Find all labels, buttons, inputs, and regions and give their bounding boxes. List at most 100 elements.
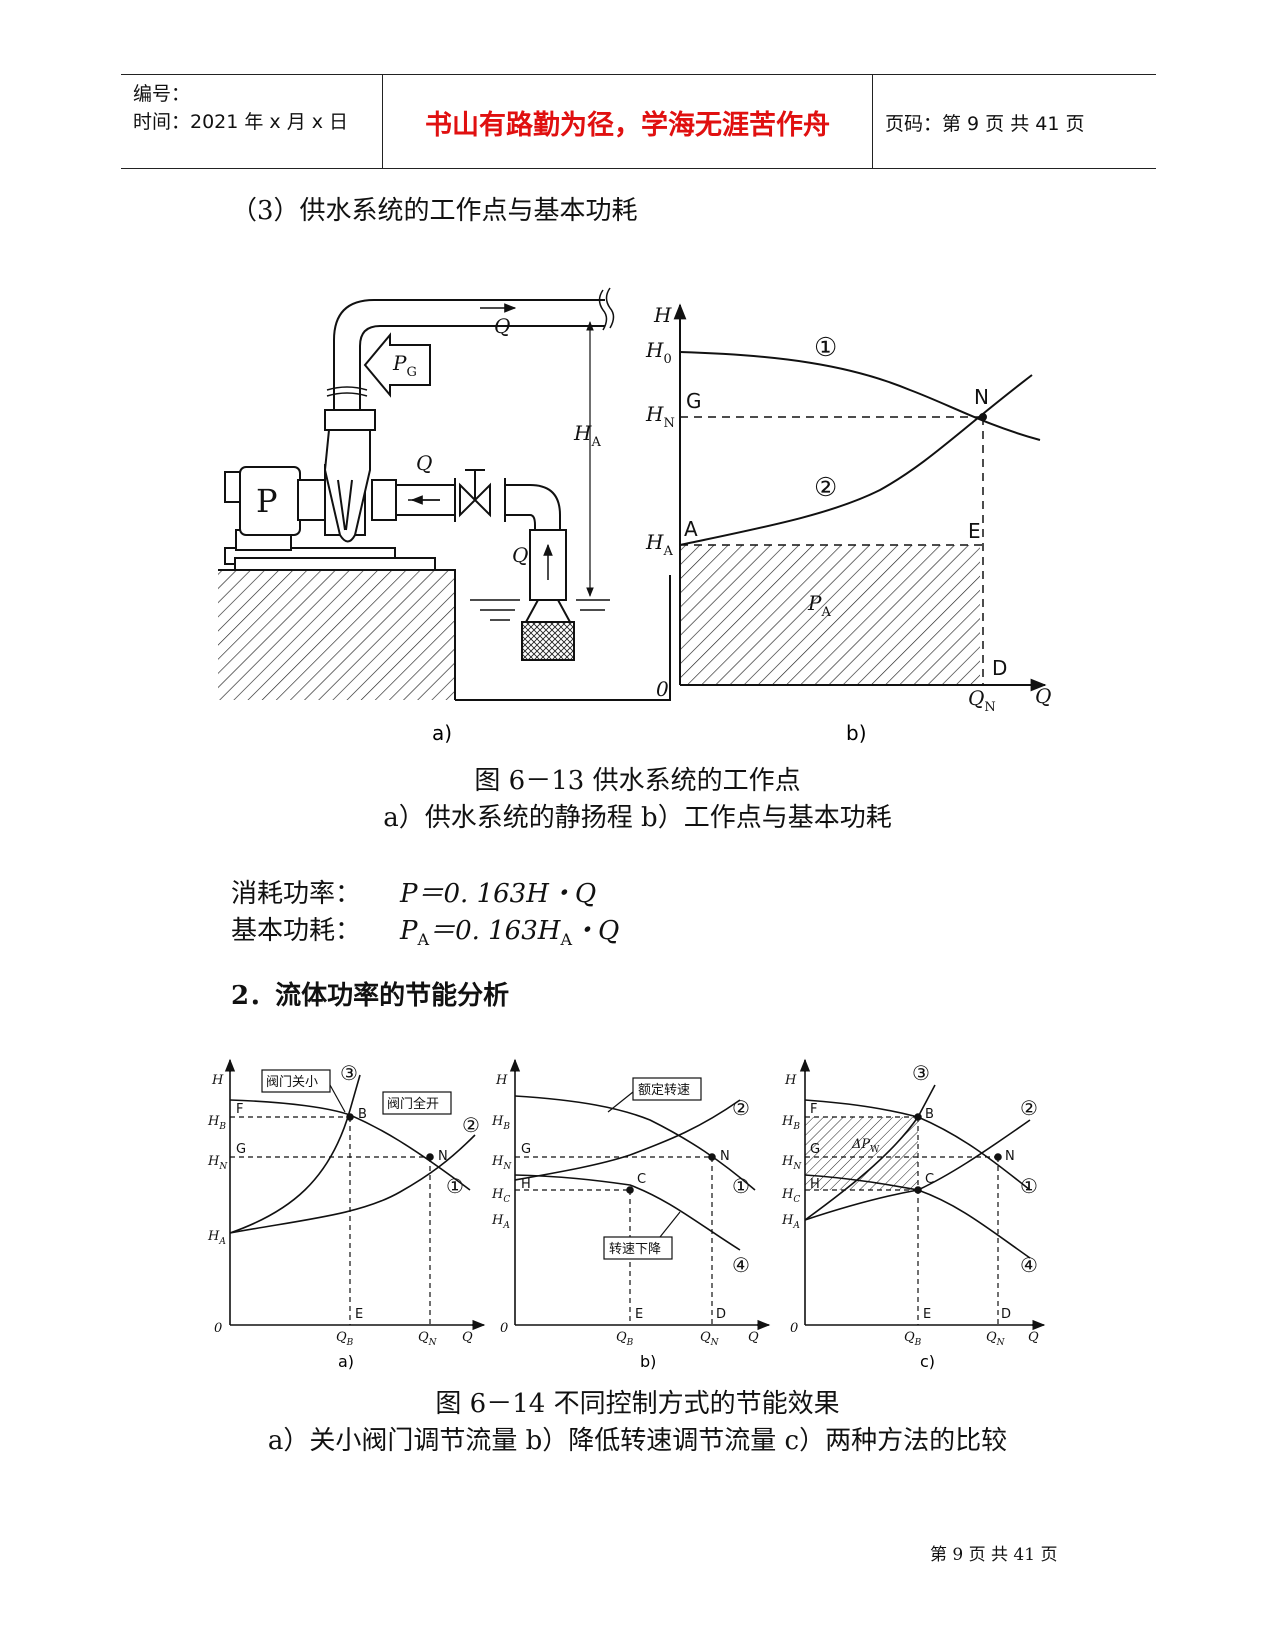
- figure-6-13-subcaption: a）供水系统的静扬程 b）工作点与基本功耗: [383, 803, 892, 833]
- figure-tag-b: b): [846, 721, 867, 745]
- svg-text:Q: Q: [748, 1330, 759, 1345]
- svg-text:①: ①: [446, 1174, 464, 1198]
- label-pa: P: [807, 591, 822, 615]
- svg-text:HC: HC: [491, 1187, 510, 1205]
- svg-text:①: ①: [732, 1174, 750, 1198]
- point-g: G: [686, 389, 702, 413]
- svg-text:QN: QN: [968, 686, 996, 715]
- tick-hn: H: [645, 402, 664, 426]
- point-e: E: [968, 519, 981, 543]
- svg-text:HN: HN: [491, 1154, 512, 1172]
- pump-system-diagram: [218, 287, 671, 701]
- svg-text:HN: HN: [781, 1154, 802, 1172]
- svg-text:HB: HB: [207, 1114, 226, 1132]
- figure-6-14-subcaption: a）关小阀门调节流量 b）降低转速调节流量 c）两种方法的比较: [267, 1426, 1008, 1456]
- svg-text:①: ①: [1020, 1174, 1038, 1198]
- header-motto: 书山有路勤为径，学海无涯苦作舟: [425, 110, 830, 141]
- svg-text:③: ③: [340, 1061, 358, 1085]
- figure-tag-a: a): [432, 721, 452, 745]
- svg-text:②: ②: [732, 1096, 750, 1120]
- header-divider: [872, 75, 873, 168]
- svg-text:0: 0: [790, 1321, 798, 1336]
- label-pump: P: [256, 482, 278, 520]
- figure-tag-14b: b): [640, 1352, 656, 1371]
- svg-text:N: N: [720, 1149, 730, 1164]
- svg-text:B: B: [358, 1107, 367, 1122]
- label-ha: H: [573, 421, 592, 445]
- svg-text:HB: HB: [781, 1114, 800, 1132]
- header-meta: 编号： 时间：2021 年 x 月 x 日: [121, 75, 381, 168]
- callout-valve-closed: 阀门关小: [266, 1075, 318, 1090]
- header-page-info: 页码：第 9 页 共 41 页: [885, 113, 1085, 135]
- tick-qn: Q: [968, 686, 984, 710]
- label-q-low: Q: [512, 543, 528, 567]
- page-header: 编号： 时间：2021 年 x 月 x 日 书山有路勤为径，学海无涯苦作舟 页码…: [121, 74, 1156, 169]
- svg-text:QB: QB: [904, 1330, 922, 1348]
- document-number-label: 编号：: [133, 83, 191, 105]
- svg-text:HC: HC: [781, 1187, 800, 1205]
- svg-text:HA: HA: [491, 1213, 510, 1231]
- svg-text:PA: PA: [807, 591, 831, 620]
- curve-2-label: ②: [814, 473, 837, 503]
- svg-text:③: ③: [912, 1061, 930, 1085]
- origin-label: 0: [656, 677, 669, 701]
- svg-text:②: ②: [462, 1113, 480, 1137]
- formula-power-label: 消耗功率：: [231, 879, 362, 909]
- chart-panel-a-labels: 阀门关小 阀门全开 H HB HN HA F G B N E QB QN Q 0…: [207, 1061, 480, 1348]
- svg-text:G: G: [521, 1142, 531, 1157]
- svg-text:HN: HN: [207, 1154, 228, 1172]
- tick-ha: H: [645, 530, 664, 554]
- page-footer: 第 9 页 共 41 页: [930, 1545, 1058, 1565]
- svg-text:E: E: [355, 1307, 363, 1322]
- formula-base-expr: PA＝0. 163HA・Q: [400, 916, 620, 950]
- chart-panel-c: [799, 1058, 1046, 1331]
- chart-panel-b-labels: 额定转速 转速下降 H HB HN HC HA G H C N E D QB Q…: [491, 1073, 759, 1348]
- svg-text:H0: H0: [645, 338, 672, 367]
- svg-text:N: N: [438, 1149, 448, 1164]
- section-heading: （3）供水系统的工作点与基本功耗: [231, 196, 638, 226]
- svg-text:H: H: [810, 1177, 820, 1192]
- svg-text:C: C: [925, 1172, 934, 1187]
- svg-text:QB: QB: [616, 1330, 634, 1348]
- axis-label-h: H: [653, 303, 672, 327]
- formula-base-label: 基本功耗：: [231, 916, 362, 946]
- svg-text:HA: HA: [207, 1229, 226, 1247]
- svg-text:E: E: [923, 1307, 931, 1322]
- pump-diagram-labels: Q PG P Q Q HA: [256, 314, 601, 567]
- header-divider: [382, 75, 383, 168]
- point-a: A: [684, 517, 698, 541]
- svg-text:G: G: [810, 1142, 820, 1157]
- curve-1-label: ①: [814, 333, 837, 363]
- svg-text:D: D: [1001, 1307, 1011, 1322]
- label-q-mid: Q: [416, 451, 432, 475]
- label-pg: PG: [392, 351, 417, 380]
- hq-chart: [673, 303, 1047, 692]
- svg-text:0: 0: [500, 1321, 508, 1336]
- svg-text:Q: Q: [462, 1330, 473, 1345]
- point-n: N: [974, 385, 989, 409]
- figure-6-14-caption: 图 6－14 不同控制方式的节能效果: [435, 1389, 840, 1419]
- document-time-label: 时间：2021 年 x 月 x 日: [133, 111, 349, 133]
- svg-text:H: H: [521, 1177, 531, 1192]
- svg-text:H: H: [495, 1073, 508, 1088]
- svg-text:Q: Q: [1028, 1330, 1039, 1345]
- svg-text:H: H: [211, 1073, 224, 1088]
- callout-speed-reduced: 转速下降: [609, 1242, 661, 1257]
- chart-panel-c-labels: H HB HN HC HA F G H B C N ΔPW E D QB QN …: [781, 1061, 1039, 1348]
- svg-text:QN: QN: [986, 1330, 1006, 1348]
- svg-text:②: ②: [1020, 1096, 1038, 1120]
- axis-label-q: Q: [1035, 684, 1051, 708]
- callout-rated-speed: 额定转速: [638, 1083, 690, 1098]
- svg-text:④: ④: [1020, 1253, 1038, 1277]
- figure-tag-14a: a): [338, 1352, 354, 1371]
- callout-valve-open: 阀门全开: [387, 1096, 439, 1112]
- svg-text:QB: QB: [336, 1330, 354, 1348]
- svg-text:QN: QN: [700, 1330, 720, 1348]
- svg-text:HN: HN: [645, 402, 675, 431]
- svg-text:HB: HB: [491, 1114, 510, 1132]
- figure-6-13-caption: 图 6－13 供水系统的工作点: [474, 766, 801, 796]
- svg-text:B: B: [925, 1107, 934, 1122]
- chart-panel-b: [509, 1058, 771, 1331]
